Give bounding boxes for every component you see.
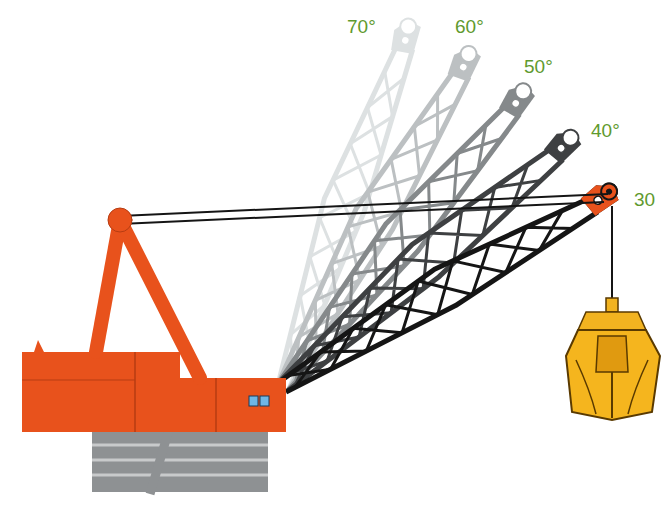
suspension-ropes xyxy=(120,194,608,224)
a-frame xyxy=(96,208,200,378)
boom-50 xyxy=(264,72,546,396)
angle-label: 70° xyxy=(347,17,376,36)
machine-house xyxy=(22,340,286,432)
angle-label: 40° xyxy=(591,121,620,140)
angle-label: 50° xyxy=(524,57,553,76)
boom-tip xyxy=(579,177,623,218)
angle-label: 30 xyxy=(634,190,655,209)
angle-label: 60° xyxy=(455,17,484,36)
clamshell-bucket xyxy=(566,206,660,420)
